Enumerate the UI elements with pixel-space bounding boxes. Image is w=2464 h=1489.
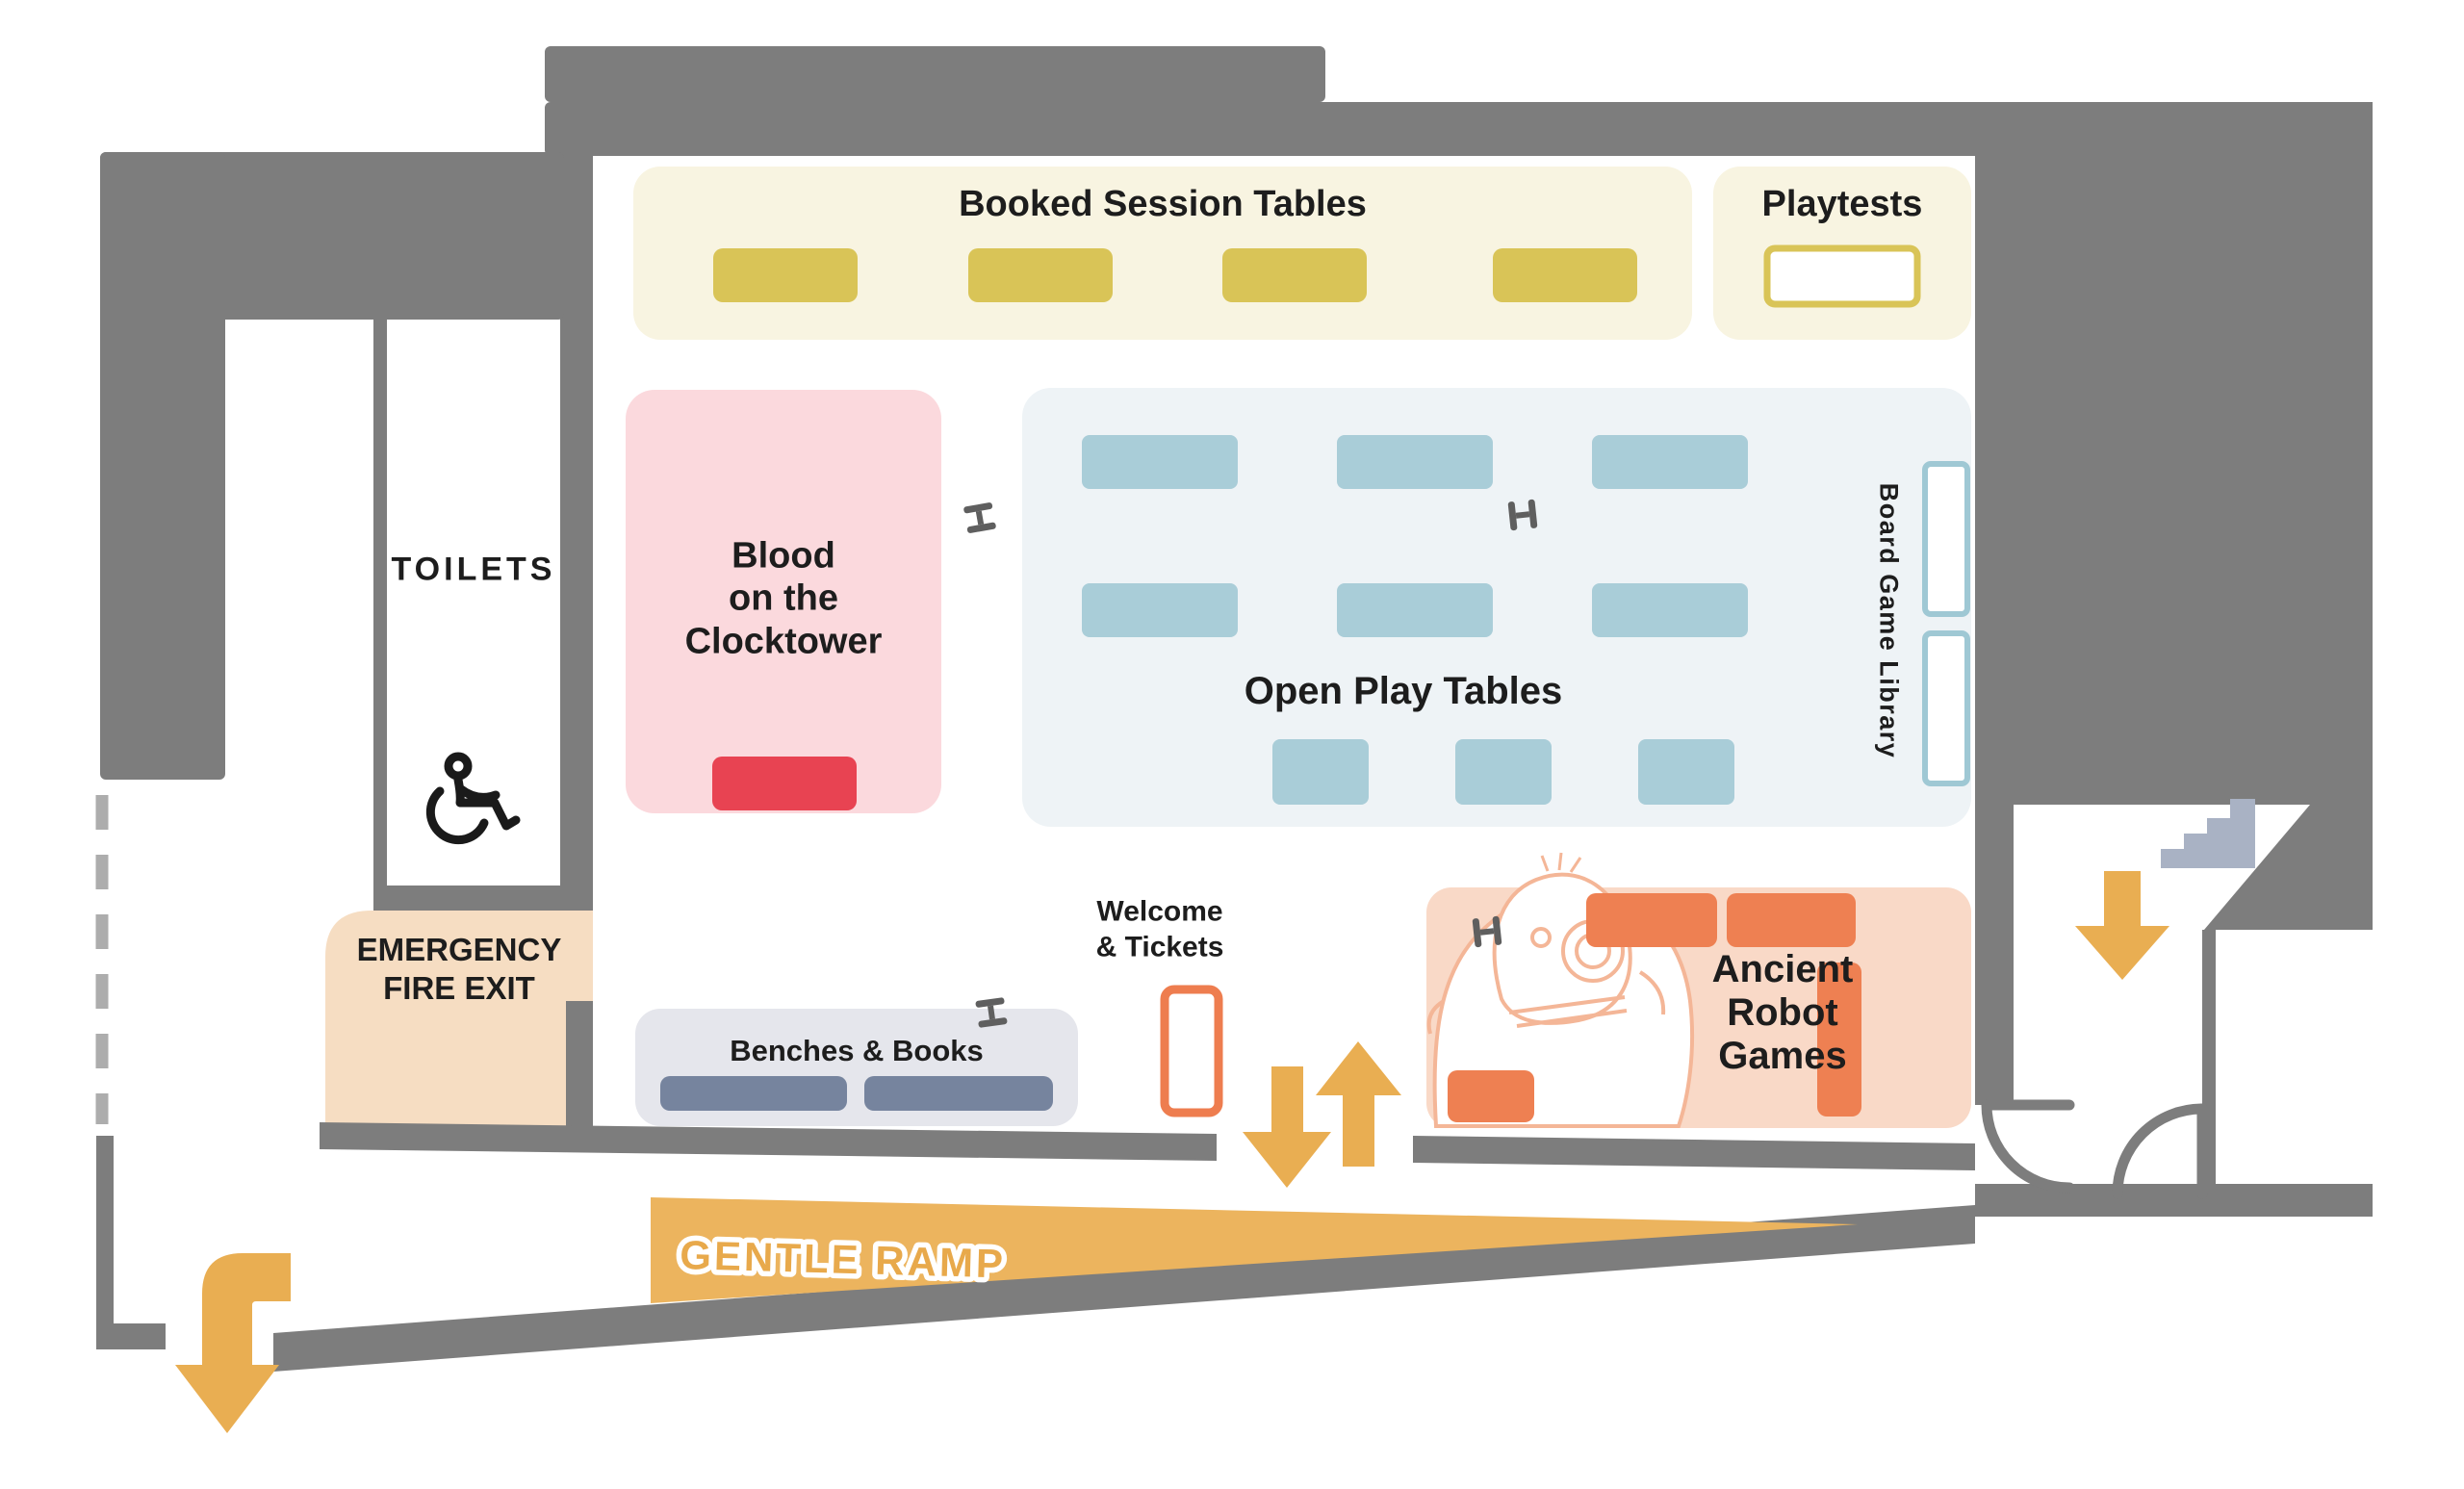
clocktower-label: Blood on the Clocktower xyxy=(684,535,883,662)
wall-diagonal xyxy=(2204,805,2373,930)
wall-bottom-left-vertical xyxy=(96,1136,114,1349)
wall-outer-bottom xyxy=(273,1205,1975,1372)
column-marker xyxy=(963,499,1538,1028)
welcome-tickets-label: Welcome & Tickets xyxy=(1095,895,1224,963)
robot-games-label: Ancient Robot Games xyxy=(1711,947,1854,1077)
stairs-icon xyxy=(2161,799,2255,868)
clocktower-table xyxy=(712,757,857,810)
walls xyxy=(96,46,2373,1372)
benches xyxy=(660,1076,1053,1111)
direction-arrows xyxy=(175,871,2169,1433)
fire-exit-zone xyxy=(325,911,593,1128)
gentle-ramp-label: GENTLE RAMP xyxy=(680,1232,1007,1286)
entrance-up-arrow-icon xyxy=(1316,1041,1401,1167)
wall-fire-exit-strip xyxy=(566,1001,593,1128)
booked-sessions-label: Booked Session Tables xyxy=(959,183,1367,224)
wall-left-block xyxy=(100,152,225,780)
open-play-zone xyxy=(1022,388,1971,827)
down-arrow-icon xyxy=(2075,871,2169,980)
open-play-tables xyxy=(1082,435,1748,805)
wall-inner-bottom-right xyxy=(1413,1136,1975,1170)
wall-stall-divider xyxy=(373,320,387,911)
playtests-label: Playtests xyxy=(1761,183,1923,224)
wall-stairs-bottom xyxy=(1975,1184,2373,1217)
clocktower-zone xyxy=(626,390,941,813)
wall-top-protrusion xyxy=(545,46,1325,102)
wall-right-mass xyxy=(1975,102,2373,805)
curved-exit-arrow-icon xyxy=(175,1253,291,1433)
wall-hall-left xyxy=(560,46,593,911)
booked-session-tables xyxy=(713,248,1637,302)
door-swing-icon xyxy=(1981,1099,2208,1199)
benches-books-label: Benches & Books xyxy=(730,1034,984,1068)
toilets-label: TOILETS xyxy=(391,551,556,588)
open-play-label: Open Play Tables xyxy=(1244,669,1563,712)
fire-exit-label: EMERGENCY FIRE EXIT xyxy=(356,931,562,1006)
wheelchair-icon xyxy=(425,752,521,845)
wall-stairs-left-strip xyxy=(1975,805,2014,1105)
wall-bottom-left-stub xyxy=(96,1323,166,1349)
playtest-table xyxy=(1763,244,1921,308)
wall-toilets-bottom xyxy=(373,886,593,911)
booked-sessions-zone xyxy=(633,167,1692,340)
robot-illustration xyxy=(1426,852,1695,1128)
entrance-down-arrow-icon xyxy=(1243,1066,1331,1188)
library-shelves xyxy=(1922,461,1970,786)
gentle-ramp-wedge xyxy=(651,1197,1858,1303)
robot-games-tables xyxy=(1448,893,1861,1122)
wall-top-band xyxy=(545,102,2373,156)
board-game-library-label: Board Game Library xyxy=(1874,482,1904,759)
wall-inner-bottom-left xyxy=(320,1122,1217,1161)
welcome-desk xyxy=(1160,985,1223,1117)
